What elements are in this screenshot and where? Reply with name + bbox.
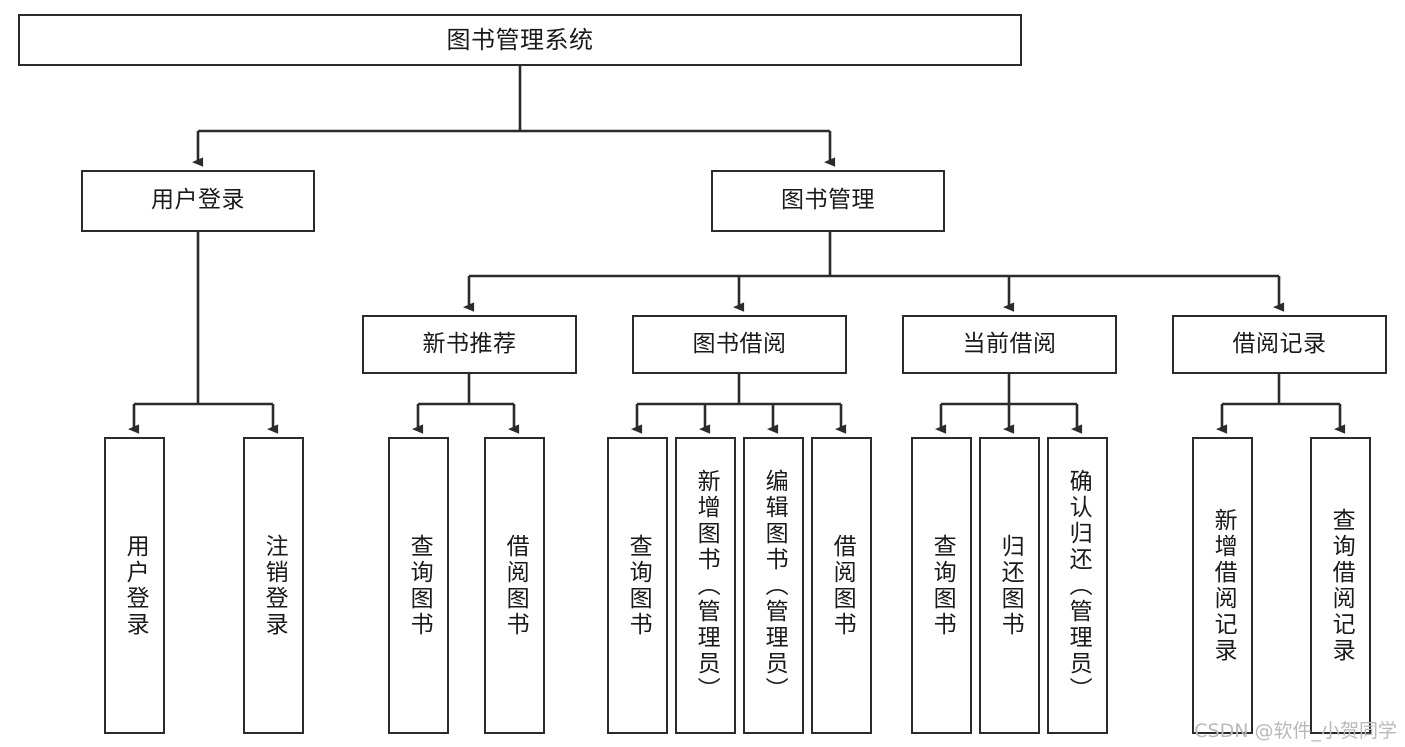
node-label: 借阅记录 — [1232, 330, 1327, 357]
node-label: 用户登录 — [151, 187, 245, 214]
node-current-borrow[interactable]: 当前借阅 — [902, 315, 1117, 374]
node-label: 图书管理系统 — [446, 25, 594, 54]
node-label: 查询借阅记录 — [1328, 507, 1355, 664]
leaf-user-login-logout[interactable]: 注销登录 — [243, 437, 304, 734]
node-book-borrow[interactable]: 图书借阅 — [632, 315, 847, 374]
node-label: 用户登录 — [122, 533, 149, 638]
leaf-borrow-record-query-record[interactable]: 查询借阅记录 — [1310, 437, 1371, 734]
leaf-current-borrow-query-books[interactable]: 查询图书 — [911, 437, 972, 734]
node-label: 查询图书 — [625, 533, 652, 638]
node-book-management-system[interactable]: 图书管理系统 — [18, 14, 1022, 66]
leaf-new-book-query-books[interactable]: 查询图书 — [388, 437, 449, 734]
node-label: 确认归还（管理员） — [1065, 468, 1092, 703]
node-label: 借阅图书 — [829, 533, 856, 638]
node-label: 编辑图书（管理员） — [761, 468, 788, 703]
node-label: 新增借阅记录 — [1210, 507, 1237, 664]
node-label: 注销登录 — [261, 533, 288, 638]
node-label: 新增图书（管理员） — [693, 468, 720, 703]
node-user-login[interactable]: 用户登录 — [81, 170, 315, 232]
leaf-book-borrow-query-books[interactable]: 查询图书 — [607, 437, 668, 734]
leaf-new-book-borrow-books[interactable]: 借阅图书 — [484, 437, 545, 734]
node-borrow-record[interactable]: 借阅记录 — [1172, 315, 1387, 374]
node-label: 新书推荐 — [422, 330, 517, 357]
node-label: 借阅图书 — [502, 533, 529, 638]
leaf-book-borrow-borrow-books[interactable]: 借阅图书 — [811, 437, 872, 734]
leaf-current-borrow-return-books[interactable]: 归还图书 — [979, 437, 1040, 734]
leaf-book-borrow-add-book-admin[interactable]: 新增图书（管理员） — [675, 437, 736, 734]
leaf-book-borrow-edit-book-admin[interactable]: 编辑图书（管理员） — [743, 437, 804, 734]
node-book-management[interactable]: 图书管理 — [711, 170, 945, 232]
node-label: 归还图书 — [997, 533, 1024, 638]
node-label: 图书管理 — [781, 187, 875, 214]
node-label: 查询图书 — [929, 533, 956, 638]
csdn-watermark: CSDN @软件_小贺同学 — [1194, 720, 1397, 742]
node-label: 查询图书 — [406, 533, 433, 638]
leaf-current-borrow-confirm-return-admin[interactable]: 确认归还（管理员） — [1047, 437, 1108, 734]
leaf-borrow-record-add-record[interactable]: 新增借阅记录 — [1192, 437, 1253, 734]
node-new-book-recommend[interactable]: 新书推荐 — [362, 315, 577, 374]
leaf-user-login-login[interactable]: 用户登录 — [104, 437, 165, 734]
node-label: 当前借阅 — [962, 330, 1057, 357]
node-label: 图书借阅 — [692, 330, 787, 357]
